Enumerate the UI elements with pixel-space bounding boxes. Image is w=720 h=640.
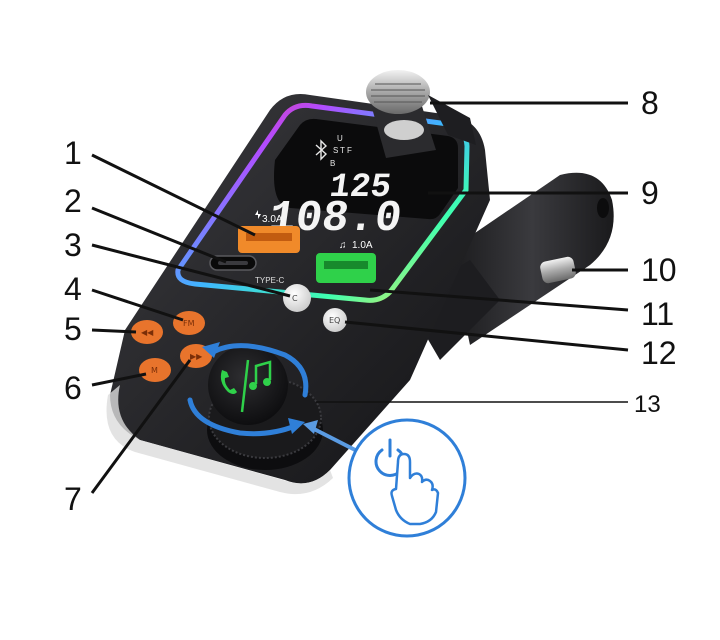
press-indicator xyxy=(303,418,467,538)
callout-2: 2 xyxy=(64,183,82,219)
usb-right-label: 1.0A xyxy=(352,240,373,251)
callout-10: 10 xyxy=(641,252,677,288)
callout-1: 1 xyxy=(64,135,82,171)
rotate-arrow-top xyxy=(210,343,309,398)
callout-3: 3 xyxy=(64,227,82,263)
microphone xyxy=(366,70,476,158)
leader-lines xyxy=(90,101,629,494)
rgb-light-ring xyxy=(175,102,470,303)
indicator-u: U xyxy=(337,134,343,143)
callout-5: 5 xyxy=(64,311,82,347)
white-button-c xyxy=(283,284,311,312)
press-pointer-head xyxy=(303,420,318,434)
white-button-eq xyxy=(323,308,347,332)
hand-pointer-icon xyxy=(390,452,440,526)
leader-2 xyxy=(91,206,227,264)
orange-button-4 xyxy=(173,311,205,335)
leader-6 xyxy=(91,372,147,387)
display-top-value: 125 xyxy=(327,169,394,207)
callout-9: 9 xyxy=(641,175,659,211)
orange-button-6-glyph: M xyxy=(151,366,158,375)
orange-button-5 xyxy=(131,320,163,344)
rotate-arrow-top-head xyxy=(202,342,220,358)
phone-icon xyxy=(220,370,237,394)
indicator-f: F xyxy=(347,146,352,155)
usb-port-orange-inner xyxy=(246,233,292,241)
indicator-s: S xyxy=(333,146,338,155)
callout-7: 7 xyxy=(64,481,82,517)
body-base-highlight xyxy=(106,385,333,495)
plug-tip xyxy=(597,198,609,218)
callout-numbers: 1 2 3 4 5 6 7 8 9 10 11 12 13 xyxy=(64,85,677,517)
callout-8: 8 xyxy=(641,85,659,121)
indicator-b: B xyxy=(330,159,335,168)
knob-divider xyxy=(240,359,250,413)
bolt-icon xyxy=(255,210,261,219)
callout-12: 12 xyxy=(641,335,677,371)
callout-4: 4 xyxy=(64,271,82,307)
music-note-small-icon: ♫ xyxy=(339,240,347,251)
mic-collar xyxy=(384,120,424,140)
leader-4 xyxy=(91,288,184,322)
music-note-icon xyxy=(249,360,272,390)
mic-grille xyxy=(371,83,425,103)
leader-5 xyxy=(91,328,137,334)
usb-port-right: 1.0A ♫ xyxy=(316,240,376,283)
rotate-arrows-icon xyxy=(187,342,309,437)
plug-side-contact xyxy=(540,256,576,284)
rotate-arrow-bottom-head xyxy=(288,418,305,434)
mic-head xyxy=(366,70,430,114)
callout-6: 6 xyxy=(64,370,82,406)
callout-13: 13 xyxy=(634,391,661,418)
callout-11: 11 xyxy=(641,296,674,332)
control-knob xyxy=(207,345,323,470)
leader-7 xyxy=(90,359,192,494)
white-button-c-glyph: C xyxy=(292,294,298,303)
usb-left-label: 3.0A xyxy=(262,214,283,225)
orange-button-6 xyxy=(139,358,171,382)
leader-1 xyxy=(91,153,256,237)
usb-port-green-inner xyxy=(324,261,368,269)
mic-pivot xyxy=(428,95,476,145)
orange-button-7-glyph: ▶▶ xyxy=(190,352,203,361)
bluetooth-icon xyxy=(315,139,328,161)
indicator-t: T xyxy=(340,146,345,155)
white-button-eq-glyph: EQ xyxy=(329,316,340,325)
leader-11 xyxy=(369,288,629,312)
rotate-arrow-bottom xyxy=(187,397,298,437)
knob-face xyxy=(208,345,288,425)
leader-12 xyxy=(344,320,629,352)
orange-button-5-glyph: ◀◀ xyxy=(141,328,154,337)
leader-3 xyxy=(91,243,291,298)
orange-button-4-glyph: FM xyxy=(183,319,195,328)
type-c-label: TYPE-C xyxy=(255,276,285,285)
